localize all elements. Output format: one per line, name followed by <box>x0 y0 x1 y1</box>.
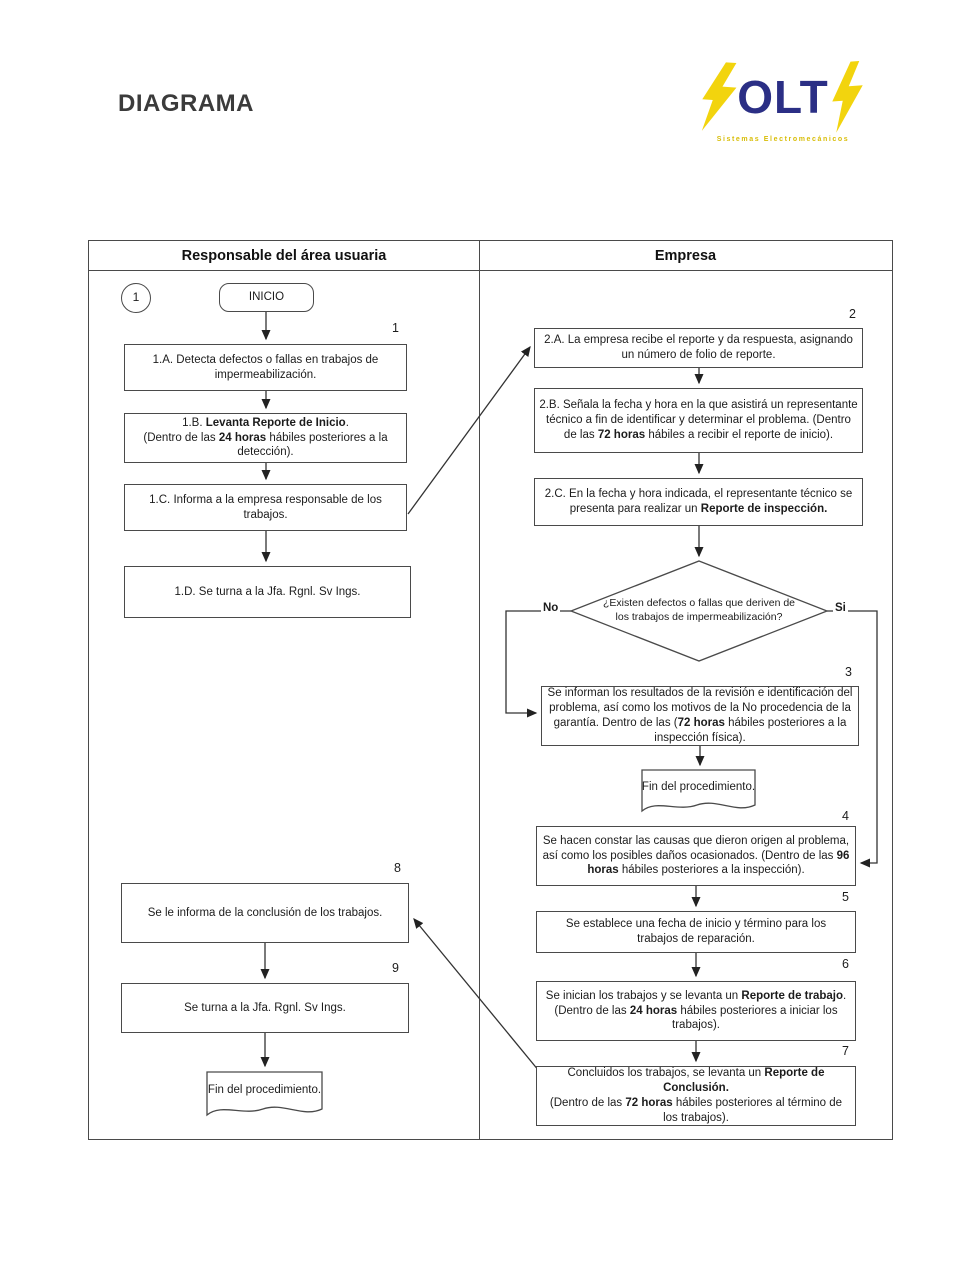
lightning-bolt-a-icon <box>832 61 863 133</box>
column-divider <box>479 241 480 1139</box>
step-label-8: 8 <box>394 861 401 875</box>
page-connector-label: 1 <box>132 290 140 305</box>
node-2b: 2.B. Señala la fecha y hora en la que as… <box>534 388 863 453</box>
node-8: Se le informa de la conclusión de los tr… <box>121 883 409 943</box>
node-3: Se informan los resultados de la revisió… <box>541 686 859 746</box>
node-1c-text: 1.C. Informa a la empresa responsable de… <box>149 493 382 521</box>
swimlane-header-row: Responsable del área usuaria Empresa <box>89 241 892 271</box>
node-4-text: Se hacen constar las causas que dieron o… <box>542 834 850 877</box>
column-header-empresa: Empresa <box>654 247 717 264</box>
node-1c: 1.C. Informa a la empresa responsable de… <box>124 484 407 531</box>
node-1d: 1.D. Se turna a la Jfa. Rgnl. Sv Ings. <box>124 566 411 618</box>
node-inicio-label: INICIO <box>248 291 285 304</box>
page-title: DIAGRAMA <box>118 90 254 117</box>
step-label-6: 6 <box>842 957 849 971</box>
terminator-fin-right-text: Fin del procedimiento. <box>641 781 756 794</box>
node-5: Se establece una fecha de inicio y térmi… <box>536 911 856 953</box>
page-connector-circle: 1 <box>121 283 151 313</box>
branch-label-no: No <box>541 602 561 614</box>
node-8-text: Se le informa de la conclusión de los tr… <box>147 906 383 919</box>
logo-subtitle: Sistemas Electromecánicos <box>716 136 850 143</box>
node-2a: 2.A. La empresa recibe el reporte y da r… <box>534 328 863 368</box>
lightning-bolt-v-icon <box>702 62 737 131</box>
node-4: Se hacen constar las causas que dieron o… <box>536 826 856 886</box>
document-shape-icon <box>206 1071 323 1117</box>
node-1a-text: 1.A. Detecta defectos o fallas en trabaj… <box>152 353 379 381</box>
node-1b: 1.B. Levanta Reporte de Inicio. (Dentro … <box>124 413 407 463</box>
node-7-text: Concluidos los trabajos, se levanta un R… <box>549 1067 843 1124</box>
arrow-1c-to-2a <box>407 345 531 515</box>
branch-label-si: Si <box>833 602 848 614</box>
step-label-1: 1 <box>392 321 399 335</box>
arrow-7-to-8 <box>413 917 540 1072</box>
terminator-fin-right: Fin del procedimiento. <box>641 769 756 817</box>
step-label-5: 5 <box>842 890 849 904</box>
node-3-text: Se informan los resultados de la revisió… <box>547 687 853 744</box>
step-label-4: 4 <box>842 809 849 823</box>
node-9-text: Se turna a la Jfa. Rgnl. Sv Ings. <box>184 1001 346 1014</box>
node-1d-text: 1.D. Se turna a la Jfa. Rgnl. Sv Ings. <box>174 585 361 598</box>
node-6-text: Se inician los trabajos y se levanta un … <box>545 989 847 1032</box>
node-6: Se inician los trabajos y se levanta un … <box>536 981 856 1041</box>
step-label-9: 9 <box>392 961 399 975</box>
node-5-text: Se establece una fecha de inicio y térmi… <box>565 918 827 945</box>
node-2c: 2.C. En la fecha y hora indicada, el rep… <box>534 478 863 526</box>
flowchart: Responsable del área usuaria Empresa <box>88 240 893 1140</box>
terminator-fin-left-text: Fin del procedimiento. <box>207 1084 322 1097</box>
node-7: Concluidos los trabajos, se levanta un R… <box>536 1066 856 1126</box>
node-9: Se turna a la Jfa. Rgnl. Sv Ings. <box>121 983 409 1033</box>
node-1b-text: 1.B. Levanta Reporte de Inicio. (Dentro … <box>143 416 388 459</box>
logo-wordmark-row: OLT <box>693 60 873 134</box>
logo-wordmark: OLT <box>737 71 829 123</box>
column-header-responsable: Responsable del área usuaria <box>181 247 387 264</box>
decision-question: ¿Existen defectos o fallas que deriven d… <box>602 597 796 623</box>
terminator-fin-left: Fin del procedimiento. <box>206 1071 323 1121</box>
node-2b-text: 2.B. Señala la fecha y hora en la que as… <box>539 399 858 441</box>
document-shape-icon <box>641 769 756 813</box>
volta-logo: OLT Sistemas Electromecánicos <box>693 60 873 160</box>
node-2c-text: 2.C. En la fecha y hora indicada, el rep… <box>544 488 853 515</box>
node-2a-text: 2.A. La empresa recibe el reporte y da r… <box>544 334 853 361</box>
decision-text: ¿Existen defectos o fallas que deriven d… <box>589 573 809 649</box>
node-1a: 1.A. Detecta defectos o fallas en trabaj… <box>124 344 407 391</box>
step-label-2: 2 <box>849 307 856 321</box>
node-inicio: INICIO <box>219 283 314 312</box>
step-label-3: 3 <box>845 665 852 679</box>
step-label-7: 7 <box>842 1044 849 1058</box>
